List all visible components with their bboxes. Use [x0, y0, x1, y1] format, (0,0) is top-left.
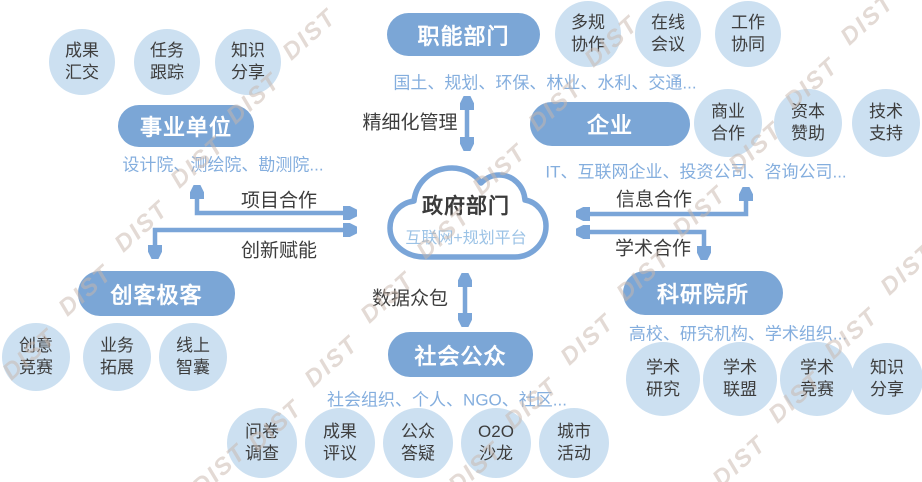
bubble-online-meeting: 在线 会议: [635, 1, 701, 67]
pill-research: 科研院所: [623, 271, 783, 315]
bubble-business-expansion: 业务 拓展: [83, 323, 151, 391]
government-cloud: [387, 165, 549, 260]
bubble-business-cooperation: 商业 合作: [694, 89, 762, 157]
bubble-academic-research: 学术 研究: [626, 342, 700, 416]
bubble-multi-plan-collaboration: 多规 协作: [555, 1, 621, 67]
bubble-academic-alliance: 学术 联盟: [703, 342, 777, 416]
subtitle-functional-departments: 国土、规划、环保、林业、水利、交通...: [393, 73, 697, 93]
subtitle-public: 社会组织、个人、NGO、社区...: [327, 390, 567, 410]
subtitle-institutions: 设计院、测绘院、勘测院...: [122, 155, 324, 175]
bubble-knowledge-sharing-right: 知识 分享: [851, 343, 922, 415]
bubble-city-activities: 城市 活动: [539, 408, 609, 478]
bubble-results-review: 成果 评议: [305, 408, 375, 478]
cloud-text: 政府部门 互联网+规划平台: [382, 190, 550, 248]
edge-label-data-crowdsourcing: 数据众包: [371, 288, 449, 310]
cloud-subtitle: 互联网+规划平台: [405, 230, 527, 247]
pill-enterprises: 企业: [530, 102, 690, 146]
edge-label-information-cooperation: 信息合作: [615, 189, 693, 211]
bubble-knowledge-sharing-left: 知识 分享: [215, 29, 281, 95]
edge-academic-cooperation-arrow: [579, 232, 704, 257]
pill-public: 社会公众: [388, 332, 533, 377]
bubble-academic-competition: 学术 竞赛: [780, 342, 854, 416]
bubble-capital-sponsorship: 资本 赞助: [774, 89, 842, 157]
bubble-creative-competition: 创意 竞赛: [2, 323, 70, 391]
bubble-online-think-tank: 线上 智囊: [159, 323, 227, 391]
pill-institutions: 事业单位: [118, 105, 254, 147]
edge-project-cooperation-arrow: [197, 188, 354, 213]
edge-label-academic-cooperation: 学术合作: [614, 238, 692, 260]
bubble-work-coordination: 工作 协同: [715, 1, 781, 67]
pill-makers: 创客极客: [78, 271, 235, 316]
subtitle-enterprises: IT、互联网企业、投资公司、咨询公司...: [545, 162, 847, 182]
bubble-questionnaire-survey: 问卷 调查: [227, 408, 297, 478]
subtitle-research: 高校、研究机构、学术组织...: [628, 324, 848, 344]
bubble-task-tracking: 任务 跟踪: [134, 29, 200, 95]
cloud-title: 政府部门: [422, 195, 510, 218]
bubble-results-submission: 成果 汇交: [49, 29, 115, 95]
edge-label-project-cooperation: 项目合作: [240, 190, 318, 212]
edge-label-innovation-empowerment: 创新赋能: [240, 240, 318, 262]
edge-information-cooperation-arrow: [579, 190, 746, 214]
bubble-o2o-salon: O2O 沙龙: [461, 408, 531, 478]
edge-label-refined-management: 精细化管理: [362, 112, 458, 134]
bubble-technical-support: 技术 支持: [852, 89, 920, 157]
bubble-public-qa: 公众 答疑: [383, 408, 453, 478]
pill-functional-departments: 职能部门: [387, 13, 540, 56]
edge-innovation-empowerment-arrow: [155, 230, 354, 256]
